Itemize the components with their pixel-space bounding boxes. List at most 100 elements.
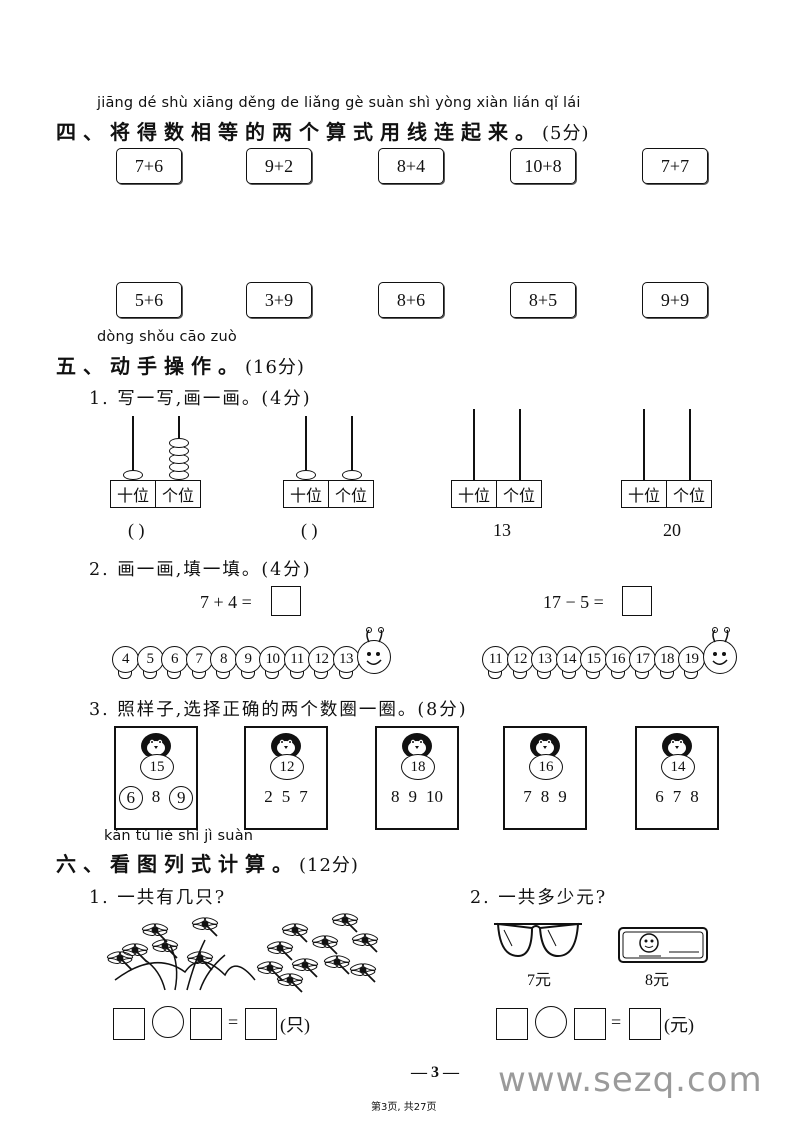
- sunglasses-icon: [494, 922, 582, 958]
- s6q1-result-box[interactable]: [245, 1008, 277, 1040]
- q2-title: 2. 画一画,填一填。(4分): [89, 560, 312, 580]
- caterpillar-segment: 13: [332, 646, 360, 673]
- caterpillar-segment: 14: [555, 646, 583, 673]
- section6-pinyin: kàn tú liè shì jì suàn: [104, 828, 254, 844]
- expression-box[interactable]: 7+7: [642, 148, 708, 184]
- option-number[interactable]: 7: [672, 787, 682, 806]
- section5-heading-text: 五、动手操作。: [56, 354, 245, 378]
- abacus-answer[interactable]: 13: [493, 520, 511, 540]
- penguin-icon: [271, 733, 301, 756]
- option-number[interactable]: 8: [151, 787, 161, 806]
- s6q2-operator-circle[interactable]: [535, 1006, 567, 1038]
- eq-left-answer-box[interactable]: [271, 586, 301, 616]
- q3-title: 3. 照样子,选择正确的两个数圈一圈。(8分): [89, 700, 468, 720]
- caterpillar-leg: [265, 670, 279, 679]
- expression-box[interactable]: 10+8: [510, 148, 576, 184]
- caterpillar-leg: [191, 670, 206, 679]
- dragonfly-icon: [276, 973, 304, 993]
- target-number: 18: [401, 754, 435, 780]
- target-number: 15: [140, 754, 174, 780]
- abacus-answer[interactable]: ( ): [128, 520, 145, 540]
- caterpillar-segment: 13: [531, 646, 558, 673]
- section4-heading: 四、将得数相等的两个算式用线连起来。(5分): [56, 116, 590, 145]
- option-number[interactable]: 8: [391, 787, 400, 806]
- s6-q1-title: 1. 一共有几只?: [89, 888, 227, 908]
- place-value-box: 十位个位: [451, 480, 542, 508]
- dragonfly-icon: [266, 941, 294, 961]
- watermark: www.sezq.com: [498, 1060, 763, 1100]
- option-number[interactable]: 5: [281, 787, 291, 806]
- option-number[interactable]: 6: [118, 786, 143, 810]
- caterpillar-leg: [586, 670, 600, 679]
- s6q1-operator-circle[interactable]: [152, 1006, 184, 1038]
- caterpillar-segment: 12: [308, 646, 335, 673]
- option-number[interactable]: 9: [408, 787, 418, 806]
- option-number[interactable]: 10: [426, 787, 443, 806]
- option-number[interactable]: 8: [540, 787, 550, 806]
- option-number[interactable]: 7: [523, 787, 532, 806]
- caterpillar-leg: [142, 670, 157, 679]
- s6q2-box2[interactable]: [574, 1008, 606, 1040]
- option-number[interactable]: 9: [558, 787, 567, 806]
- expression-box[interactable]: 8+6: [378, 282, 444, 318]
- eq-left-text: 7 + 4 =: [200, 592, 252, 612]
- section6-points: (12分): [299, 855, 359, 876]
- s6q2-result-box[interactable]: [629, 1008, 661, 1040]
- q1-title: 1. 写一写,画一画。(4分): [89, 389, 312, 409]
- expression-box[interactable]: 9+2: [246, 148, 312, 184]
- option-number[interactable]: 9: [169, 786, 194, 810]
- expression-box[interactable]: 8+4: [378, 148, 444, 184]
- ones-label: 个位: [672, 486, 705, 505]
- option-number[interactable]: 2: [264, 787, 273, 806]
- section6-heading: 六、看图列式计算。(12分): [56, 848, 359, 877]
- dragonflies-picture: [106, 913, 379, 993]
- caterpillar-segment: 11: [482, 646, 509, 673]
- expression-box[interactable]: 9+9: [642, 282, 708, 318]
- abacus-answer[interactable]: 20: [663, 520, 681, 540]
- eq-right-answer-box[interactable]: [622, 586, 652, 616]
- page-number: — 3 —: [411, 1064, 459, 1081]
- caterpillar-leg: [240, 670, 255, 679]
- expression-box[interactable]: 8+5: [510, 282, 576, 318]
- caterpillar-segment: 19: [678, 646, 705, 673]
- dragonfly-icon: [331, 913, 359, 933]
- penguin-icon: [530, 733, 560, 756]
- penguin-icon: [402, 733, 432, 756]
- abacus-answer[interactable]: ( ): [301, 520, 318, 540]
- caterpillar-leg: [314, 670, 328, 679]
- dragonfly-icon: [106, 951, 134, 971]
- target-number: 16: [529, 754, 563, 780]
- expression-box[interactable]: 5+6: [116, 282, 182, 318]
- dragonfly-icon: [351, 933, 379, 953]
- abacus-rod: [351, 416, 353, 480]
- dragonfly-icon: [186, 951, 214, 971]
- tens-label: 十位: [284, 481, 329, 507]
- expression-box[interactable]: 7+6: [116, 148, 182, 184]
- caterpillar-segment: 8: [210, 646, 237, 673]
- s6q2-box1[interactable]: [496, 1008, 528, 1040]
- caterpillar-segment: 10: [259, 646, 286, 673]
- ones-label: 个位: [502, 486, 535, 505]
- abacus-rod: [132, 416, 134, 480]
- section4-pinyin: jiāng dé shù xiāng děng de liǎng gè suàn…: [97, 95, 581, 111]
- dragonfly-icon: [121, 943, 149, 963]
- s6q1-box1[interactable]: [113, 1008, 145, 1040]
- caterpillar-leg: [635, 670, 649, 679]
- caterpillar-leg: [118, 670, 132, 679]
- caterpillar-leg: [684, 670, 698, 679]
- option-number[interactable]: 6: [655, 787, 664, 806]
- target-number: 12: [270, 754, 304, 780]
- s6q1-box2[interactable]: [190, 1008, 222, 1040]
- option-number[interactable]: 7: [299, 787, 308, 806]
- expression-box[interactable]: 3+9: [246, 282, 312, 318]
- caterpillar-leg: [512, 670, 527, 679]
- ones-label: 个位: [334, 486, 367, 505]
- option-number[interactable]: 8: [690, 787, 699, 806]
- caterpillar-segment: 7: [185, 646, 213, 673]
